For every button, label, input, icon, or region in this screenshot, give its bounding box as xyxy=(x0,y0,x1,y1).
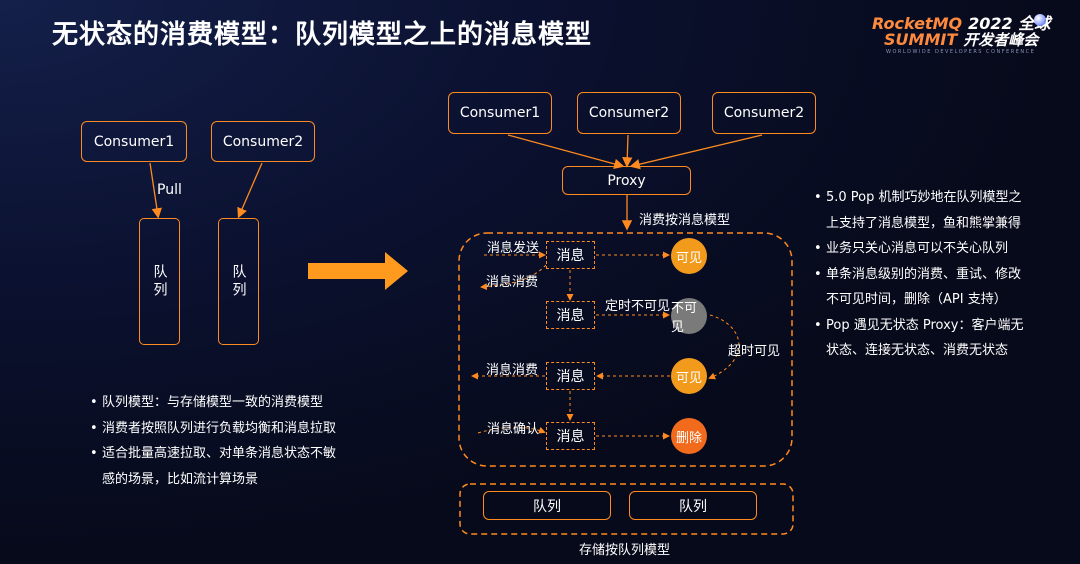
note-item-continued: 不可见时间，删除（API 支持） xyxy=(826,292,1007,307)
state-invisible: 不可见 xyxy=(671,298,707,335)
storage-queue-2: 队列 xyxy=(629,491,757,520)
logo-year: 2022 全球 xyxy=(968,14,1051,33)
consumer2b-proxy-arrow xyxy=(629,134,763,170)
logo-rocketmq: RocketMQ xyxy=(872,14,963,33)
proxy-label: 消费按消息模型 xyxy=(639,213,731,228)
right-consumer1: Consumer1 xyxy=(448,92,552,134)
pull-arrow-1 xyxy=(149,162,162,219)
storage-queue-1: 队列 xyxy=(483,491,611,520)
consume-label-1: 消息消费 xyxy=(486,275,539,290)
message-box-2: 消息 xyxy=(546,301,595,329)
state-visible-1: 可见 xyxy=(671,238,707,274)
storage-container xyxy=(459,483,794,535)
left-consumer1: Consumer1 xyxy=(81,121,187,162)
pull-arrow-2 xyxy=(237,162,263,219)
logo-tagline: WORLDWIDE DEVELOPERS CONFERENCE xyxy=(886,49,1036,55)
left-bullet: 消费者按照队列进行负载均衡和消息拉取 xyxy=(90,416,380,442)
pull-label: Pull xyxy=(157,182,182,198)
right-consumer2a: Consumer2 xyxy=(577,92,681,134)
ack-label: 消息确认 xyxy=(487,422,540,437)
consume-label-2: 消息消费 xyxy=(486,363,539,378)
message-box-4: 消息 xyxy=(546,422,595,450)
consumer1-proxy-arrow xyxy=(507,134,625,169)
left-bullet-continued: 感的场景，比如流计算场景 xyxy=(102,471,259,487)
big-right-arrow xyxy=(308,252,408,290)
note-item: 单条消息级别的消费、重试、修改 xyxy=(814,262,1064,288)
state-delete: 删除 xyxy=(671,418,707,454)
proxy-box: Proxy xyxy=(562,166,691,195)
left-queue1: 队列 xyxy=(139,218,180,345)
logo-summit: SUMMIT xyxy=(884,30,958,49)
note-item: 业务只关心消息可以不关心队列 xyxy=(814,236,1064,262)
planet-icon xyxy=(1034,14,1046,26)
message-box-1: 消息 xyxy=(546,241,595,269)
timer-label: 定时不可见 xyxy=(605,299,671,314)
summit-logo: RocketMQ 2022 全球 SUMMIT 开发者峰会 WORLDWIDE DE… xyxy=(872,10,1072,58)
left-queue2: 队列 xyxy=(218,218,259,345)
right-notes: 5.0 Pop 机制巧妙地在队列模型之 上支持了消息模型，鱼和熊掌兼得 业务只关… xyxy=(814,185,1064,364)
logo-summit-cn: 开发者峰会 xyxy=(963,31,1039,49)
left-consumer2: Consumer2 xyxy=(211,121,315,162)
send-label: 消息发送 xyxy=(487,241,540,256)
message-model-container xyxy=(458,232,793,467)
left-bullet: 队列模型：与存储模型一致的消费模型 xyxy=(90,390,380,416)
state-visible-2: 可见 xyxy=(671,358,707,394)
note-item: 5.0 Pop 机制巧妙地在队列模型之 xyxy=(814,185,1064,211)
storage-label: 存储按队列模型 xyxy=(579,543,671,558)
message-box-3: 消息 xyxy=(546,362,595,390)
note-item-continued: 状态、连接无状态、消费无状态 xyxy=(826,343,1009,358)
consumer2a-proxy-arrow xyxy=(622,134,633,168)
note-item-continued: 上支持了消息模型，鱼和熊掌兼得 xyxy=(826,215,1022,231)
timeout-label: 超时可见 xyxy=(728,344,781,359)
left-bullets: 队列模型：与存储模型一致的消费模型 消费者按照队列进行负载均衡和消息拉取 适合批… xyxy=(90,390,380,492)
note-item: Pop 遇见无状态 Proxy：客户端无 xyxy=(814,313,1064,339)
right-consumer2b: Consumer2 xyxy=(712,92,816,134)
left-bullet: 适合批量高速拉取、对单条消息状态不敏 xyxy=(90,441,380,467)
slide-title: 无状态的消费模型：队列模型之上的消息模型 xyxy=(52,20,593,50)
